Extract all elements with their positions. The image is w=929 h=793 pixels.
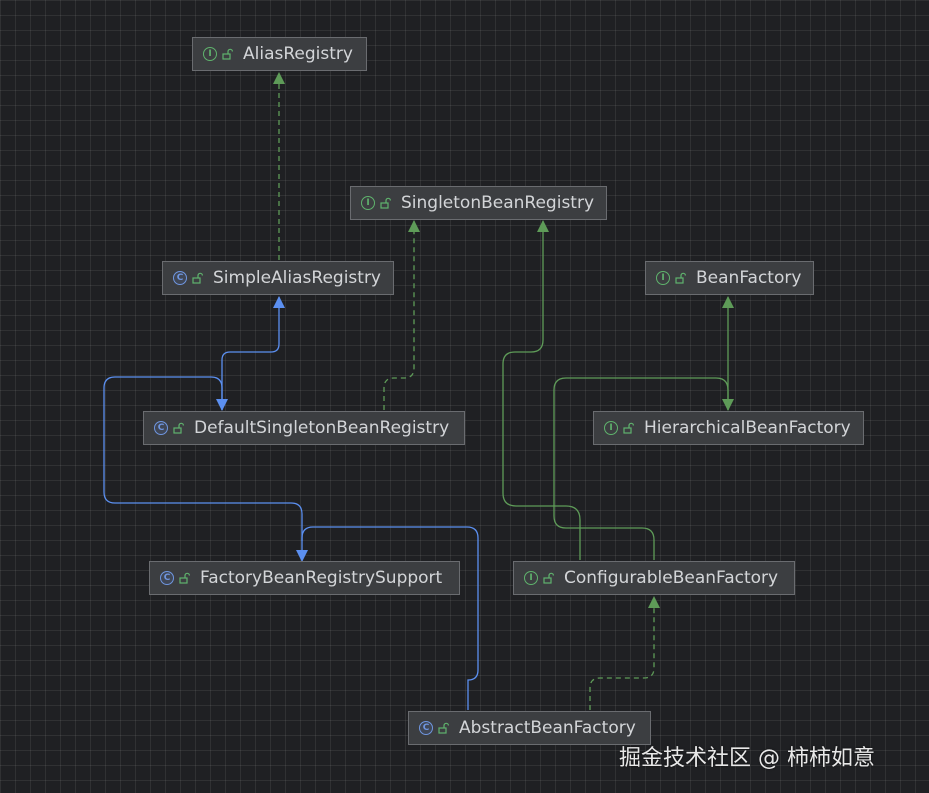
interface-badge-icon: I: [656, 271, 670, 285]
open-lock-icon: [179, 572, 190, 584]
class-badge-icon: C: [173, 271, 187, 285]
edge-default-singleton-to-simple-alias-registry: [221, 296, 285, 410]
edge-configurable-to-hierarchical: [553, 377, 734, 560]
interface-badge-icon: I: [524, 571, 538, 585]
node-factory-bean-registry-support[interactable]: C FactoryBeanRegistrySupport: [149, 561, 460, 595]
node-hierarchical-bean-factory[interactable]: I HierarchicalBeanFactory: [593, 411, 864, 445]
node-bean-factory[interactable]: I BeanFactory: [645, 261, 814, 295]
class-badge-icon: C: [154, 421, 168, 435]
node-label: ConfigurableBeanFactory: [564, 568, 779, 588]
open-lock-icon: [623, 422, 634, 434]
edge-configurable-to-singleton-bean-registry: [502, 220, 581, 560]
interface-badge-icon: I: [604, 421, 618, 435]
open-lock-icon: [543, 572, 554, 584]
open-lock-icon: [192, 272, 203, 284]
class-badge-icon: C: [160, 571, 174, 585]
node-singleton-bean-registry[interactable]: I SingletonBeanRegistry: [350, 186, 607, 220]
node-label: AbstractBeanFactory: [459, 718, 636, 738]
open-lock-icon: [173, 422, 184, 434]
node-label: DefaultSingletonBeanRegistry: [194, 418, 450, 438]
edge-abstract-to-factory-bean-support: [296, 526, 479, 710]
node-label: BeanFactory: [696, 268, 802, 288]
open-lock-icon: [438, 722, 449, 734]
class-badge-icon: C: [419, 721, 433, 735]
node-configurable-bean-factory[interactable]: I ConfigurableBeanFactory: [513, 561, 795, 595]
interface-badge-icon: I: [361, 196, 375, 210]
edge-factory-bean-support-to-default-singleton: [103, 376, 303, 541]
edge-abstract-to-configurable: [589, 596, 660, 710]
node-label: HierarchicalBeanFactory: [644, 418, 851, 438]
node-abstract-bean-factory[interactable]: C AbstractBeanFactory: [408, 711, 651, 745]
node-label: SingletonBeanRegistry: [401, 193, 595, 213]
open-lock-icon: [380, 197, 391, 209]
node-label: FactoryBeanRegistrySupport: [200, 568, 443, 588]
node-simple-alias-registry[interactable]: C SimpleAliasRegistry: [162, 261, 394, 295]
watermark: 掘金技术社区 @ 柿柿如意: [619, 746, 875, 771]
node-default-singleton-bean-registry[interactable]: C DefaultSingletonBeanRegistry: [143, 411, 465, 445]
node-label: SimpleAliasRegistry: [213, 268, 381, 288]
node-alias-registry[interactable]: I AliasRegistry: [192, 37, 367, 71]
interface-badge-icon: I: [203, 47, 217, 61]
node-label: AliasRegistry: [243, 44, 353, 64]
open-lock-icon: [222, 48, 233, 60]
edge-default-singleton-to-singleton-bean-registry: [383, 220, 420, 410]
open-lock-icon: [675, 272, 686, 284]
